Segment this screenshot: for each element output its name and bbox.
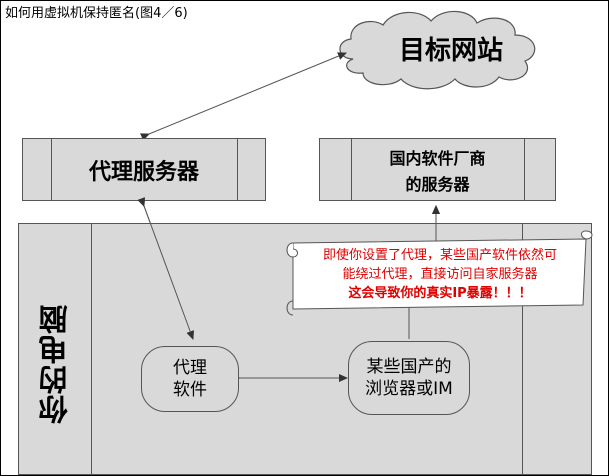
domestic-server-label-line2: 的服务器: [405, 175, 470, 194]
proxy-software-node: 代理 软件: [141, 346, 239, 412]
proxy-software-line2: 软件: [173, 380, 207, 400]
proxy-server-box: 代理服务器: [22, 138, 266, 201]
warning-line1: 即使你设置了代理，某些国产软件依然可: [322, 248, 557, 263]
domestic-server-box: 国内软件厂商 的服务器: [319, 138, 556, 201]
domestic-browser-line1: 某些国产的: [366, 357, 452, 377]
your-computer-label: 你的电脑: [38, 304, 72, 424]
proxy-server-label: 代理服务器: [88, 159, 199, 185]
arrow-proxy-to-site: [140, 52, 347, 141]
warning-note: 即使你设置了代理，某些国产软件依然可 能绕过代理，直接访问自家服务器 这会导致你…: [301, 246, 579, 306]
proxy-software-line1: 代理: [173, 358, 207, 378]
domestic-browser-node: 某些国产的 浏览器或IM: [348, 341, 470, 415]
domestic-browser-line2: 浏览器或IM: [365, 379, 453, 399]
domestic-server-label-line1: 国内软件厂商: [389, 149, 486, 168]
target-site-label: 目标网站: [398, 35, 503, 66]
target-site-cloud: [339, 10, 536, 90]
warning-line2: 能绕过代理，直接访问自家服务器: [342, 267, 538, 282]
figure-caption: 如何用虚拟机保持匿名(图4／6): [5, 6, 188, 21]
warning-line3: 这会导致你的真实IP暴露！！！: [348, 286, 532, 301]
